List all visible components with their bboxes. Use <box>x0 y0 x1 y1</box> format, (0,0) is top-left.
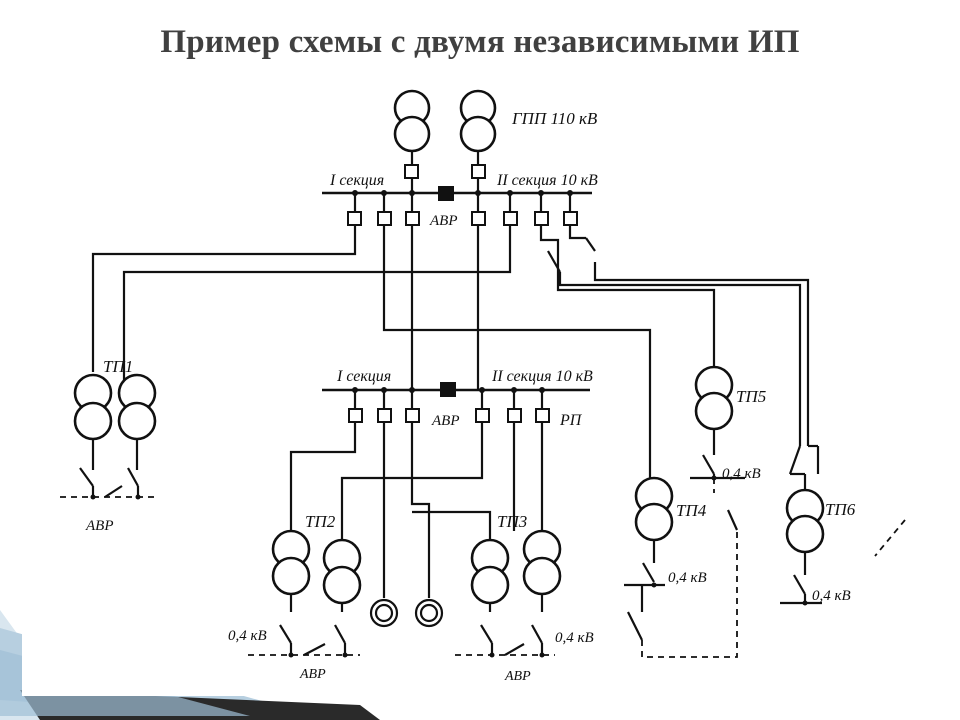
tp2-avr-label: АВР <box>299 667 326 682</box>
gpp-incoming-breaker-1 <box>404 164 419 179</box>
cable-rp-motor-2 <box>410 422 431 598</box>
gpp-avr-breaker <box>438 186 454 201</box>
rp-avr-breaker <box>440 382 456 397</box>
tp4-transformer <box>634 476 674 563</box>
gpp-avr-label: АВР <box>429 213 458 229</box>
cable-gpp-tp6 <box>568 225 586 240</box>
motor-2 <box>414 598 444 628</box>
tp1-avr-label: АВР <box>85 518 114 534</box>
rp-feeders <box>348 387 550 423</box>
tp2-transformer-left <box>271 529 311 612</box>
cable-gpp-tp1-a <box>91 225 357 372</box>
rp-label: РП <box>559 412 583 429</box>
tp2-transformer-right <box>322 538 362 612</box>
slide-title: Пример схемы с двумя независимыми ИП <box>160 24 800 60</box>
tp1-label: ТП1 <box>103 357 133 376</box>
tp4-label: ТП4 <box>676 501 707 520</box>
gpp-section1-label: I секция <box>329 172 384 189</box>
rp-avr-label: АВР <box>431 413 460 429</box>
tp1-transformer-left <box>73 373 113 470</box>
tp3-label: ТП3 <box>497 512 527 531</box>
cable-rp-tp2-a <box>289 422 357 531</box>
rp-section1-label: I секция <box>336 368 391 385</box>
tp4-voltage-label: 0,4 кВ <box>668 570 707 586</box>
tp6-voltage-label: 0,4 кВ <box>812 588 851 604</box>
tp3-voltage-label: 0,4 кВ <box>555 630 594 646</box>
gpp-transformer-left <box>393 89 431 165</box>
tp2-label: ТП2 <box>305 512 336 531</box>
gpp-feeders <box>347 190 578 226</box>
gpp-incoming-breaker-2 <box>471 164 486 179</box>
tp3-avr-label: АВР <box>504 669 531 684</box>
motor-1 <box>369 598 399 628</box>
tp3-transformer-left <box>470 538 510 612</box>
tp6-label: ТП6 <box>825 500 856 519</box>
tp6-reserve-link <box>874 519 906 557</box>
cable-gpp-rp-1 <box>382 225 652 478</box>
tp1-transformer-right <box>117 373 157 470</box>
gpp-label: ГПП 110 кВ <box>511 109 598 128</box>
tp5-voltage-label: 0,4 кВ <box>722 466 761 482</box>
cable-rp-tp3-a <box>412 510 492 540</box>
gpp-transformer-right <box>459 89 497 165</box>
gpp-section2-label: II секция 10 кВ <box>496 172 598 189</box>
tp3-transformer-right <box>522 529 562 612</box>
tp2-voltage-label: 0,4 кВ <box>228 628 267 644</box>
rp-section2-label: II секция 10 кВ <box>491 368 593 385</box>
tp6-transformer <box>785 488 825 575</box>
cable-gpp-tp5 <box>539 225 716 366</box>
tp5-label: ТП5 <box>736 387 766 406</box>
cable-gpp-tp1-b <box>122 225 512 372</box>
tp5-transformer <box>694 365 734 455</box>
